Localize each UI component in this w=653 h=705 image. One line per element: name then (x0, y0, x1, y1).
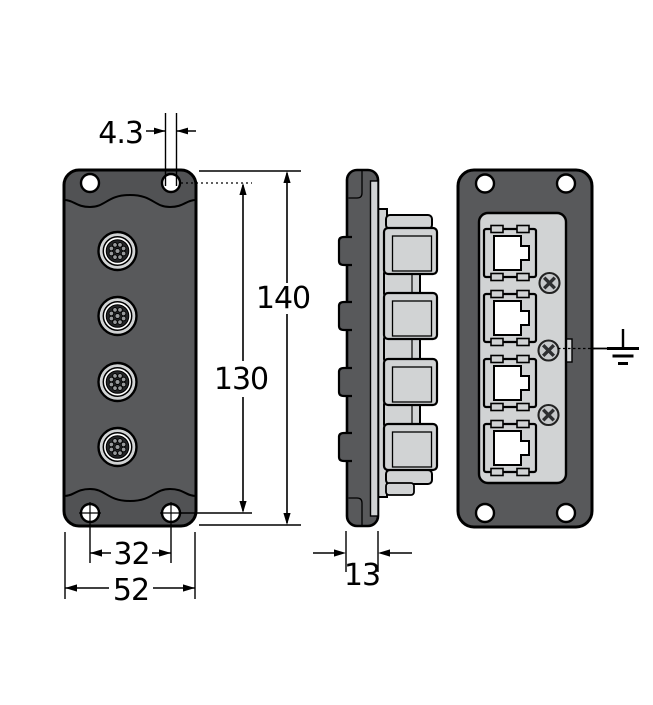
m12-connector-icon (97, 361, 138, 403)
side-notch-top (348, 171, 363, 199)
dim-hole-spacing-vertical-label: 130 (214, 362, 268, 397)
side-connector-bump (337, 300, 354, 332)
dim-depth: 13 (313, 531, 412, 593)
m12-connector-icon (97, 295, 138, 337)
module-block (382, 226, 439, 276)
dim-depth-label: 13 (344, 558, 380, 593)
module-cap-bottom (385, 469, 433, 485)
dim-overall-width-label: 52 (113, 573, 149, 608)
ground-icon (558, 329, 639, 365)
dim-overall-height-label: 140 (256, 281, 310, 316)
side-connector-bump (337, 431, 354, 463)
mounting-hole-icon (555, 173, 577, 194)
dim-overall-height: 140 (199, 170, 311, 526)
dim-hole-spacing-horizontal-label: 32 (113, 537, 149, 572)
dim-overall-width: 52 (64, 532, 196, 608)
dim-hole-diameter: 4.3 (98, 113, 196, 186)
mounting-hole-icon (474, 502, 496, 524)
front-bottom-flange-line (63, 487, 197, 503)
module-cap-top (385, 214, 433, 230)
module-block (382, 357, 439, 407)
mounting-hole-icon (474, 173, 496, 194)
front-view (62, 168, 198, 528)
mounting-hole-icon (79, 172, 101, 194)
m12-connector-icon (97, 426, 138, 468)
side-notch-bottom (348, 497, 363, 525)
side-connector-bump (337, 235, 354, 267)
hole-crosshairs (79, 502, 182, 524)
dim-hole-diameter-label: 4.3 (98, 116, 143, 151)
side-view (337, 168, 439, 528)
rj45-port-icon (482, 289, 538, 347)
phillips-screw-icon (536, 403, 561, 427)
mounting-hole-icon (555, 502, 577, 524)
phillips-screw-icon (536, 338, 561, 363)
dim-hole-spacing-horizontal: 32 (89, 524, 172, 572)
mounting-hole-icon (160, 172, 182, 194)
front-top-flange-line (63, 193, 197, 209)
rj45-port-icon (482, 354, 538, 412)
m12-connector-icon (97, 230, 138, 272)
side-plate-edge (369, 180, 379, 517)
module-foot (385, 482, 415, 496)
dimensions: 4.3 140 130 32 (64, 113, 412, 608)
phillips-screw-icon (537, 271, 562, 295)
side-connector-bump (337, 366, 354, 398)
rj45-port-icon (482, 224, 538, 282)
front-housing (62, 168, 198, 528)
rj45-port-icon (482, 419, 538, 477)
dim-hole-spacing-vertical: 130 (181, 182, 269, 514)
module-block (382, 422, 439, 472)
back-view (456, 168, 639, 529)
module-block (382, 291, 439, 341)
